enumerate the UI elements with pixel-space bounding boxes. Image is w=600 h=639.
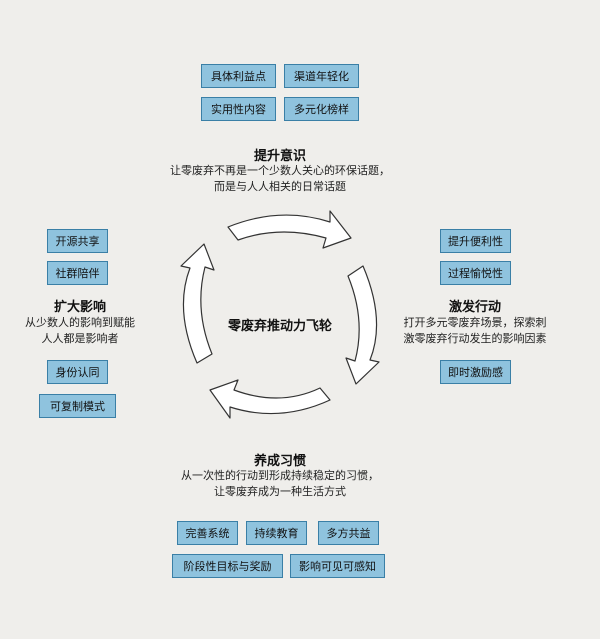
top-desc-line-1: 让零废弃不再是一个少数人关心的环保话题， — [170, 164, 390, 177]
tag-improve-convenience: 提升便利性 — [440, 229, 511, 253]
tag-concrete-benefits: 具体利益点 — [201, 64, 276, 88]
tag-channel-youthful: 渠道年轻化 — [284, 64, 359, 88]
flywheel-center-title: 零废弃推动力飞轮 — [227, 319, 332, 334]
bottom-desc-line-2: 让零废弃成为一种生活方式 — [214, 485, 346, 498]
right-desc-line-1: 打开多元零废弃场景，探索刺 — [403, 316, 547, 329]
left-desc-line-2: 人人都是影响者 — [41, 332, 119, 345]
flywheel-cycle-arrows — [180, 210, 380, 419]
tag-instant-incentive: 即时激励感 — [440, 360, 511, 384]
tag-diverse-role-models: 多元化榜样 — [284, 97, 359, 121]
cycle-arrow-bottom — [209, 379, 331, 419]
cycle-arrow-right — [345, 265, 380, 385]
tag-visible-impact: 影响可见可感知 — [290, 554, 385, 578]
tag-practical-content: 实用性内容 — [201, 97, 276, 121]
top-stage-title: 提升意识 — [253, 149, 306, 164]
top-desc-line-2: 而是与人人相关的日常话题 — [214, 180, 346, 193]
tag-open-source-sharing: 开源共享 — [47, 229, 108, 253]
tag-continuous-education: 持续教育 — [246, 521, 307, 545]
tag-staged-goals-rewards: 阶段性目标与奖励 — [172, 554, 283, 578]
tag-improve-system: 完善系统 — [177, 521, 238, 545]
tag-community-companionship: 社群陪伴 — [47, 261, 108, 285]
bottom-stage-description: 从一次性的行动到形成持续稳定的习惯， 让零废弃成为一种生活方式 — [150, 468, 410, 500]
cycle-arrow-top — [227, 210, 352, 249]
tag-replicable-model: 可复制模式 — [39, 394, 116, 418]
left-stage-description: 从少数人的影响到赋能 人人都是影响者 — [10, 315, 150, 347]
left-desc-line-1: 从少数人的影响到赋能 — [25, 316, 135, 329]
right-desc-line-2: 激零废弃行动发生的影响因素 — [403, 332, 547, 345]
tag-process-enjoyment: 过程愉悦性 — [440, 261, 511, 285]
top-stage-description: 让零废弃不再是一个少数人关心的环保话题， 而是与人人相关的日常话题 — [140, 163, 420, 195]
bottom-desc-line-1: 从一次性的行动到形成持续稳定的习惯， — [181, 469, 379, 482]
right-stage-description: 打开多元零废弃场景，探索刺 激零废弃行动发生的影响因素 — [395, 315, 555, 347]
tag-identity-recognition: 身份认同 — [47, 360, 108, 384]
tag-multi-party-benefit: 多方共益 — [318, 521, 379, 545]
cycle-arrow-left — [180, 243, 215, 364]
right-stage-title: 激发行动 — [448, 300, 501, 315]
bottom-stage-title: 养成习惯 — [253, 454, 306, 469]
left-stage-title: 扩大影响 — [53, 300, 106, 315]
